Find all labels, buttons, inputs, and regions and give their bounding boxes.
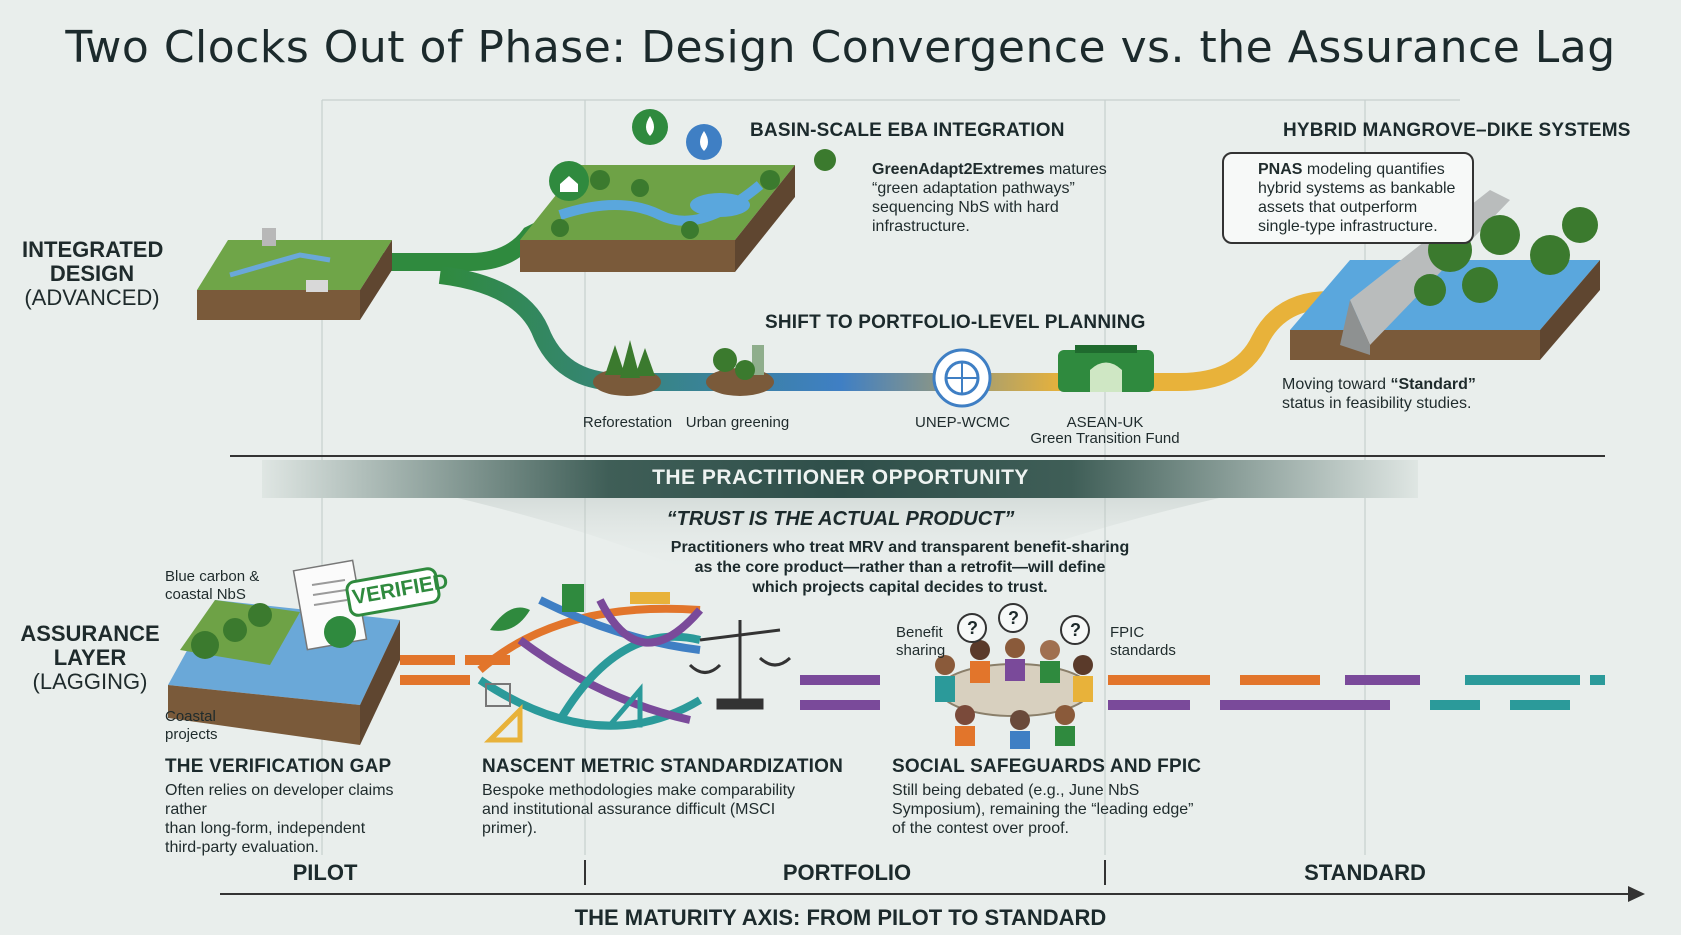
hybrid-callout: PNAS modeling quantifies hybrid systems … [1222, 152, 1474, 244]
lane-label-design: INTEGRATED DESIGN (ADVANCED) [22, 237, 164, 310]
metrics-line2: and institutional assurance difficult (M… [482, 801, 776, 818]
metrics-body: Bespoke methodologies make comparability… [482, 781, 812, 838]
lane-assurance-title: ASSURANCE LAYER [20, 621, 160, 670]
metrics-line3: primer). [482, 820, 538, 837]
metric-icons [483, 584, 670, 743]
basin-description: GreenAdapt2Extremes matures “green adapt… [872, 160, 1132, 236]
scale-icon [688, 620, 792, 710]
basin-tile [520, 109, 836, 272]
hybrid-line1: modeling quantifies [1302, 161, 1445, 178]
page-title: Two Clocks Out of Phase: Design Converge… [65, 22, 1616, 73]
hybrid-line4: single-type infrastructure. [1258, 218, 1438, 235]
safeguards-line3: of the contest over proof. [892, 820, 1069, 837]
lane-label-assurance: ASSURANCE LAYER (LAGGING) [20, 622, 160, 694]
lane-design-title: INTEGRATED DESIGN [22, 237, 164, 286]
blue-carbon-line2: coastal NbS [165, 586, 246, 603]
safeguards-line2: Symposium), remaining the “leading edge” [892, 801, 1194, 818]
basin-lead: GreenAdapt2Extremes [872, 161, 1045, 178]
hybrid-moving-note: Moving toward “Standard” status in feasi… [1282, 375, 1522, 413]
lane-design-sub: (ADVANCED) [24, 285, 160, 310]
verification-line3: third-party evaluation. [165, 839, 319, 856]
metrics-line1: Bespoke methodologies make comparability [482, 782, 796, 799]
opportunity-line3: which projects capital decides to trust. [752, 579, 1048, 596]
assurance-strands [400, 655, 1605, 710]
node-asean-uk: ASEAN-UK [1066, 414, 1144, 431]
coastal-projects-tag: Coastal projects [165, 708, 218, 744]
moving-prefix: Moving toward [1282, 376, 1391, 393]
verification-tile [168, 559, 441, 745]
node-urban-greening: Urban greening [685, 414, 790, 431]
node-green-transition-fund: Green Transition Fund [1030, 430, 1180, 447]
hybrid-line3: assets that outperform [1258, 199, 1418, 216]
hybrid-lead: PNAS [1258, 161, 1303, 178]
axis-title: THE MATURITY AXIS: FROM PILOT TO STANDAR… [574, 905, 1107, 930]
verification-heading: THE VERIFICATION GAP [165, 756, 392, 777]
verification-line1: Often relies on developer claims rather [165, 782, 394, 818]
pilot-tile [197, 228, 392, 320]
opportunity-line2: as the core product—rather than a retrof… [694, 559, 1106, 576]
coastal-line2: projects [165, 726, 218, 743]
basin-heading: BASIN-SCALE EBA INTEGRATION [750, 120, 1065, 141]
fpic-line2: standards [1110, 642, 1176, 659]
trust-quote: “TRUST IS THE ACTUAL PRODUCT” [666, 508, 1015, 530]
fpic-line1: FPIC [1110, 624, 1145, 641]
opportunity-band-label: THE PRACTITIONER OPPORTUNITY [652, 466, 1029, 489]
hybrid-heading: HYBRID MANGROVE–DIKE SYSTEMS [1283, 120, 1631, 141]
safeguards-line1: Still being debated (e.g., June NbS [892, 782, 1140, 799]
moving-suffix: status in feasibility studies. [1282, 395, 1472, 412]
stage-pilot: PILOT [292, 860, 358, 885]
coastal-line1: Coastal [165, 708, 216, 725]
node-reforestation: Reforestation [582, 414, 673, 431]
node-unep-wcmc: UNEP-WCMC [915, 414, 1010, 431]
portfolio-nodes [593, 340, 1154, 408]
safeguards-heading: SOCIAL SAFEGUARDS AND FPIC [892, 756, 1202, 777]
opportunity-line1: Practitioners who treat MRV and transpar… [670, 539, 1130, 556]
moving-standard: “Standard” [1390, 376, 1476, 393]
benefit-line1: Benefit [896, 624, 943, 641]
verification-body: Often relies on developer claims rather … [165, 781, 435, 857]
blue-carbon-line1: Blue carbon & [165, 568, 260, 585]
opportunity-body: Practitioners who treat MRV and transpar… [640, 538, 1160, 598]
safeguards-body: Still being debated (e.g., June NbS Symp… [892, 781, 1212, 838]
basin-body2: “green adaptation pathways” [872, 180, 1075, 197]
benefit-sharing-tag: Benefit sharing [896, 624, 945, 660]
portfolio-heading: SHIFT TO PORTFOLIO-LEVEL PLANNING [765, 312, 1146, 333]
lane-assurance-sub: (LAGGING) [32, 669, 148, 694]
hybrid-line2: hybrid systems as bankable [1258, 180, 1456, 197]
basin-body3: sequencing NbS with hard [872, 199, 1059, 216]
basin-body4: infrastructure. [872, 218, 970, 235]
fpic-standards-tag: FPIC standards [1110, 624, 1176, 660]
blue-carbon-tag: Blue carbon & coastal NbS [165, 568, 259, 604]
stage-portfolio: PORTFOLIO [782, 860, 912, 885]
maturity-axis [220, 860, 1645, 902]
basin-body1: matures [1044, 161, 1107, 178]
stage-standard: STANDARD [1304, 860, 1426, 885]
verification-line2: than long-form, independent [165, 820, 366, 837]
metrics-heading: NASCENT METRIC STANDARDIZATION [482, 756, 843, 777]
benefit-line2: sharing [896, 642, 946, 659]
opportunity-band [262, 460, 1418, 498]
safeguards-table [935, 603, 1093, 749]
